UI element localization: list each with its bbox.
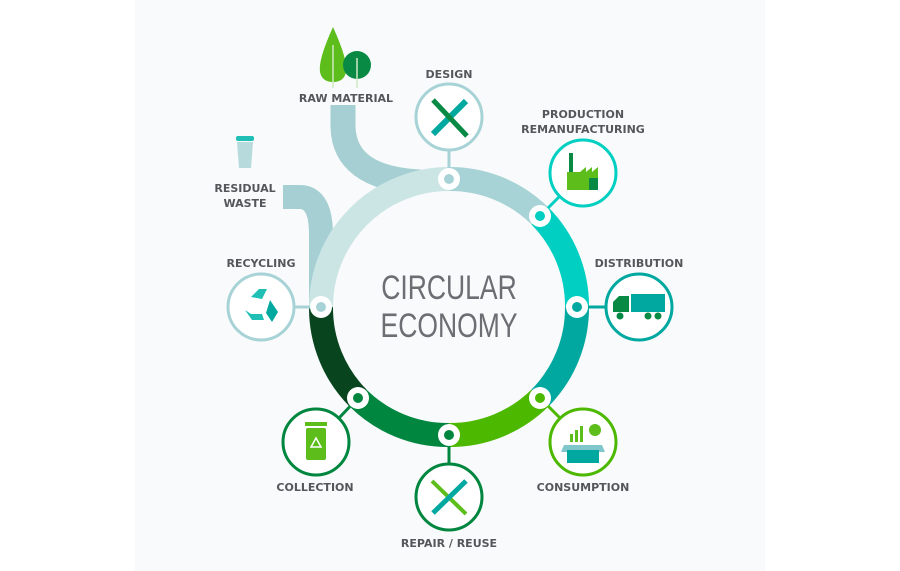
residual-label-1: RESIDUAL — [214, 182, 275, 195]
ring-segment-collection-recycling — [308, 306, 367, 407]
residual-label-2: WASTE — [223, 197, 266, 210]
production-label-1: PRODUCTION — [542, 108, 624, 121]
recycling-label: RECYCLING — [226, 257, 295, 270]
recycling-circle[interactable] — [226, 272, 296, 342]
raw-material-branch — [330, 105, 421, 195]
box-chart-icon — [561, 424, 605, 463]
repair-label: REPAIR / REUSE — [401, 537, 497, 550]
ring-segment-distribution-consumption — [531, 306, 590, 407]
consumption-label: CONSUMPTION — [537, 481, 630, 494]
production-label-2: REMANUFACTURING — [521, 123, 645, 136]
truck-icon — [613, 294, 665, 320]
factory-icon — [567, 153, 598, 190]
raw-material-label: RAW MATERIAL — [299, 92, 393, 105]
trash-can-icon — [236, 136, 254, 168]
recycle-bin-icon — [305, 422, 327, 460]
distribution-label: DISTRIBUTION — [595, 257, 684, 270]
residual-waste-branch — [283, 185, 333, 307]
ring-segment-consumption-repair — [448, 389, 549, 448]
recycle-icon — [245, 289, 278, 322]
ring-segment-repair-collection — [349, 389, 450, 448]
center-title: CIRCULAR ECONOMY — [380, 269, 517, 345]
pen-ruler-icon — [430, 98, 469, 138]
ring-segment-production-distribution — [531, 207, 590, 308]
ring-segment-recycling-design — [309, 167, 450, 308]
design-label: DESIGN — [426, 68, 473, 81]
trees-icon — [319, 27, 371, 88]
wrench-screwdriver-icon — [430, 479, 468, 516]
title-line-1: CIRCULAR — [381, 269, 517, 307]
collection-label: COLLECTION — [276, 481, 353, 494]
ring-segment-design-production — [448, 166, 549, 225]
ring-nodes — [310, 168, 588, 446]
title-line-2: ECONOMY — [380, 307, 517, 345]
